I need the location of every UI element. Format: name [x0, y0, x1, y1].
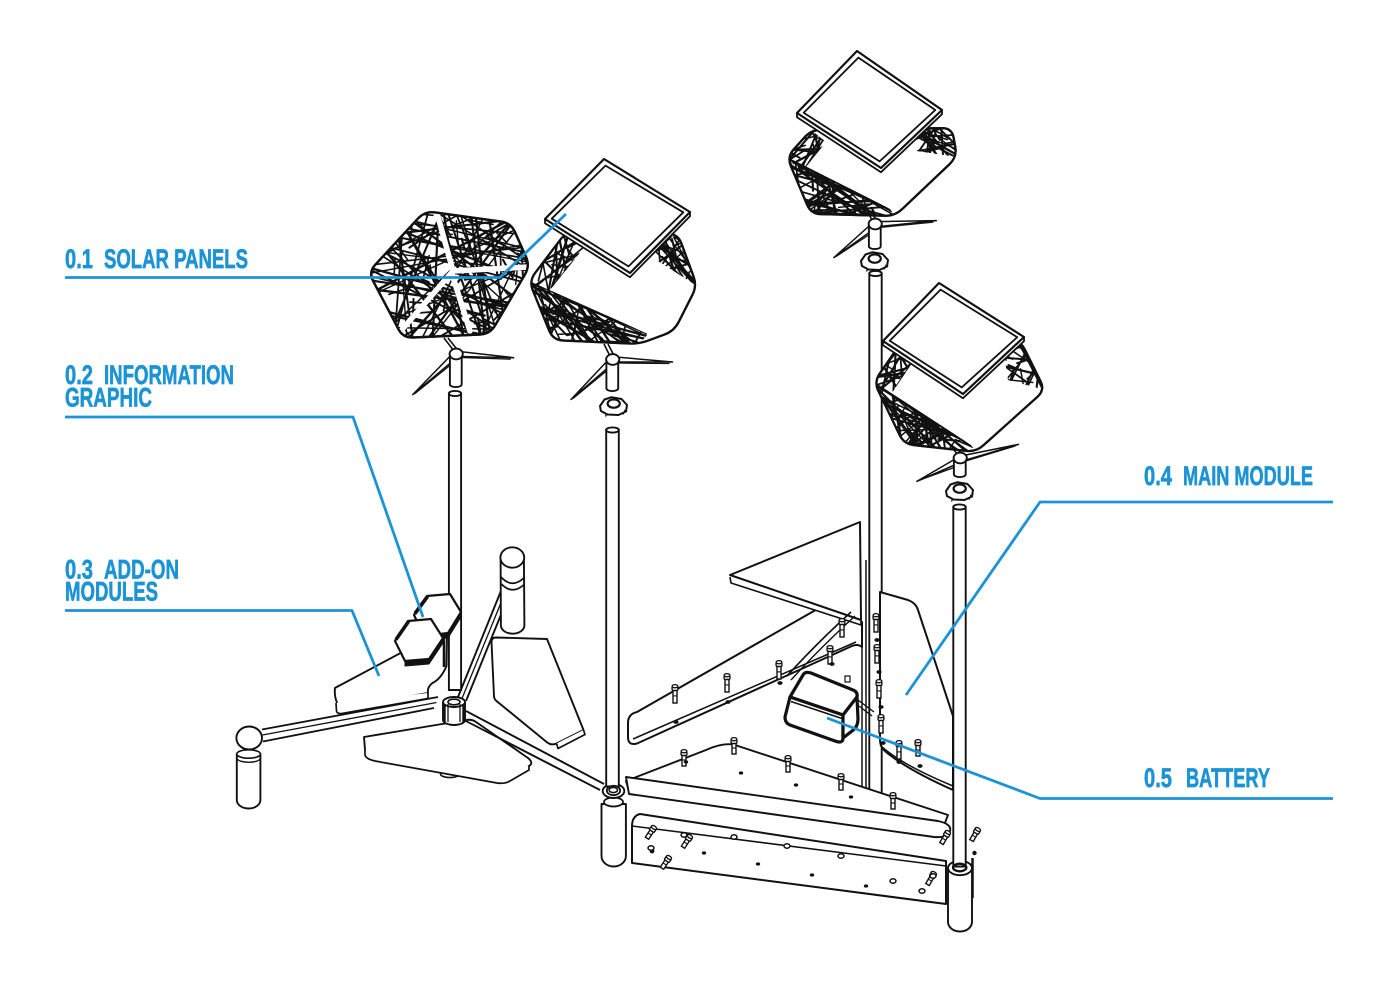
svg-text:0.2: 0.2	[65, 360, 93, 390]
svg-text:0.3: 0.3	[65, 555, 93, 585]
svg-text:GRAPHIC: GRAPHIC	[65, 383, 152, 413]
svg-text:ADD-ON: ADD-ON	[104, 555, 179, 585]
svg-text:SOLAR PANELS: SOLAR PANELS	[104, 244, 248, 274]
svg-text:0.1: 0.1	[65, 244, 93, 274]
svg-text:0.5: 0.5	[1144, 763, 1172, 793]
svg-text:BATTERY: BATTERY	[1186, 763, 1270, 793]
svg-text:INFORMATION: INFORMATION	[104, 360, 234, 390]
svg-text:MODULES: MODULES	[65, 577, 158, 607]
svg-text:0.4: 0.4	[1144, 461, 1172, 491]
svg-text:MAIN MODULE: MAIN MODULE	[1183, 461, 1313, 491]
